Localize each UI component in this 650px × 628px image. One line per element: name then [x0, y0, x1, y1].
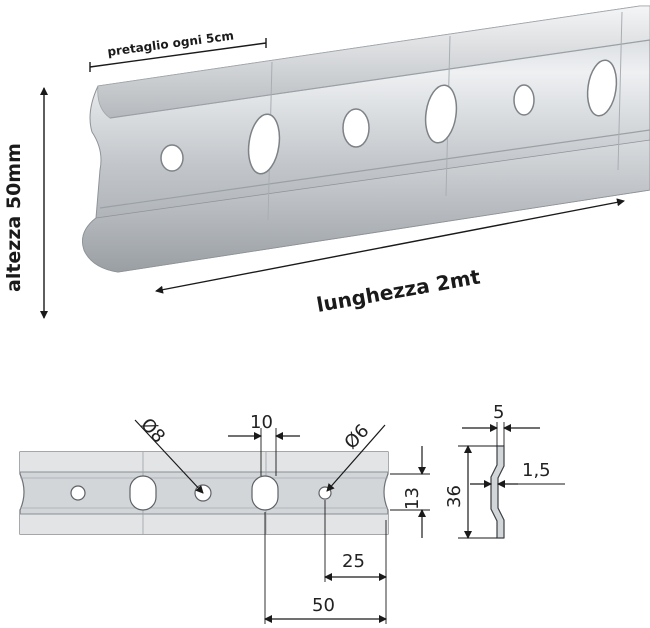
dim-rail-height: 13 — [390, 446, 430, 538]
drawing-rail-bottom-band — [20, 514, 388, 534]
dim-section-height-label: 36 — [444, 485, 465, 508]
dim-section-flange: 5 — [462, 402, 540, 446]
length-label: lunghezza 2mt — [315, 264, 483, 316]
dim-section-flange-label: 5 — [493, 402, 504, 423]
dim-pitch: 50 — [264, 512, 387, 624]
dim-hole-small-label: Ø6 — [340, 420, 373, 453]
rail-groove-lower — [99, 129, 650, 209]
rail-hole-round — [342, 108, 370, 148]
height-annotation: altezza 50mm — [3, 87, 48, 319]
technical-front-view — [19, 451, 389, 535]
drawing-hole-round — [70, 485, 86, 501]
rail-groove-upper — [109, 39, 650, 119]
drawing-hole-slot — [251, 475, 279, 511]
dim-slot-width-label: 10 — [250, 412, 273, 433]
height-label: altezza 50mm — [3, 143, 25, 292]
rail-hole-round — [513, 84, 535, 116]
pre-cut-mark — [617, 11, 623, 171]
rail-hole-slot — [424, 84, 458, 144]
cross-section — [490, 445, 505, 539]
dim-slot-width: 10 — [228, 412, 300, 476]
dim-rail-height-label: 13 — [402, 487, 423, 510]
dim-hole-large-label: Ø8 — [136, 414, 169, 447]
dim-section-height: 36 — [444, 445, 497, 539]
section-profile — [490, 445, 505, 539]
drawing-hole-slot — [129, 475, 157, 511]
dim-pitch-label: 50 — [312, 595, 335, 616]
rail-top-flange — [97, 5, 650, 119]
dim-pitch-half-label: 25 — [342, 551, 365, 572]
rail-hole-slot — [247, 113, 281, 175]
rail-hole-round — [160, 144, 184, 172]
drawing-rail-top-band — [20, 452, 388, 472]
dim-pitch-half: 25 — [324, 500, 387, 582]
dim-section-thickness: 1,5 — [470, 460, 565, 488]
dim-section-thickness-label: 1,5 — [522, 460, 551, 481]
rail-hole-slot — [586, 59, 618, 117]
pre-cut-label: pretaglio ogni 5cm — [107, 28, 235, 59]
